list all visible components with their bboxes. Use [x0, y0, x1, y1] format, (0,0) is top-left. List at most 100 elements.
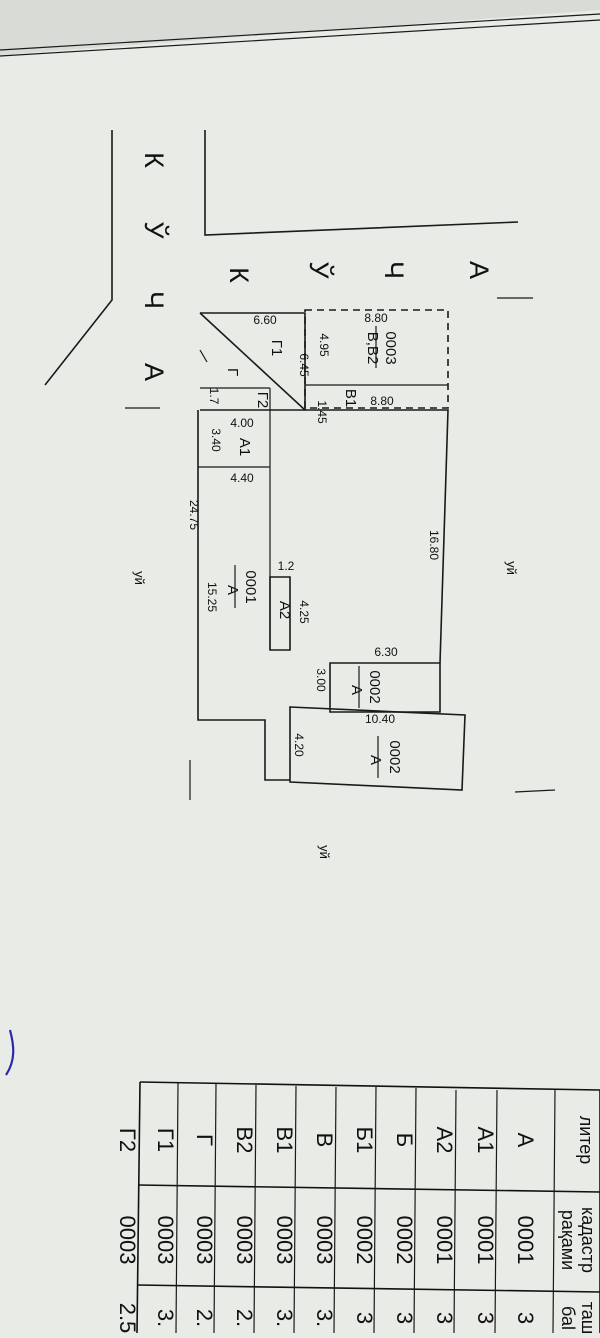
street-letter: А: [464, 261, 494, 279]
house-label: уй: [132, 571, 147, 585]
table-row-sep: [175, 1082, 179, 1334]
table-cell: 0003: [312, 1216, 337, 1265]
dim-label: 6.30: [374, 645, 398, 659]
table-cell: 2.: [232, 1309, 257, 1327]
table-header: литер: [576, 1116, 596, 1165]
table-cell: В2: [232, 1127, 257, 1154]
table-header: кадастр: [578, 1207, 598, 1273]
table-cell: 0002: [392, 1216, 417, 1265]
table-cell: 0001: [432, 1216, 457, 1265]
dim-label: 8.80: [364, 311, 388, 325]
dim-label: 10.40: [365, 712, 395, 726]
dim-label: 15.25: [205, 582, 219, 612]
liter-label: А1: [236, 438, 253, 456]
street-letter: К: [224, 267, 254, 283]
table-row-sep: [552, 1089, 556, 1334]
table-cell: 3.: [153, 1309, 178, 1327]
dim-label: 16.80: [427, 530, 441, 560]
dim-label: 1.2: [278, 559, 295, 573]
street-letter: Ў: [304, 261, 336, 279]
table-cell: В: [312, 1133, 337, 1148]
table-header: таш: [578, 1302, 598, 1333]
dim-label: 4.20: [292, 733, 306, 757]
paper-top-line-2: [0, 19, 600, 57]
house-label: уй: [504, 561, 519, 575]
dim-label: 1.7: [207, 388, 221, 405]
street-letter: Ў: [139, 221, 171, 239]
building-0002-b: [289, 706, 466, 791]
table-cell: 3: [392, 1312, 417, 1324]
street-letter: К: [139, 152, 169, 168]
liter-label: В,В2: [364, 332, 381, 365]
table-row-sep: [293, 1085, 297, 1334]
dim-label: 4.40: [230, 471, 254, 485]
liter-label: А: [348, 685, 365, 695]
dim-label: 24.75: [187, 500, 201, 530]
liter-label: А2: [276, 601, 293, 619]
building-0002-a: [329, 662, 441, 713]
dim-label: 6.45: [297, 353, 311, 377]
table-row-sep: [453, 1089, 457, 1334]
building-0003-dashed: [304, 309, 449, 409]
table-cell: Г2: [115, 1128, 140, 1152]
table-row-sep: [213, 1083, 217, 1334]
dim-label: 1.45: [315, 400, 329, 424]
notch: [199, 349, 208, 363]
house-label: уй: [317, 845, 332, 859]
table-cell: А2: [432, 1127, 457, 1154]
dim-label: 4.25: [297, 600, 311, 624]
table-cell: 0001: [473, 1216, 498, 1265]
table-cell: Б1: [352, 1127, 377, 1154]
table-row-sep: [373, 1086, 377, 1334]
building-a2: [269, 576, 291, 651]
table-cell: 0002: [352, 1216, 377, 1265]
cadastral-number: 0003: [382, 331, 399, 364]
liter-label: В1: [342, 389, 359, 407]
table-cell: А1: [473, 1127, 498, 1154]
table-row-sep: [413, 1087, 417, 1334]
table-cell: 0003: [115, 1216, 140, 1265]
table-cell: 3.: [312, 1309, 337, 1327]
table-row-sep: [494, 1089, 498, 1334]
cadastral-number: 0002: [366, 670, 383, 703]
table-cell: Б: [392, 1133, 417, 1147]
table-cell: 0001: [513, 1216, 538, 1265]
table-header: рақами: [558, 1210, 578, 1270]
table-border: [136, 1081, 141, 1334]
street-letter: А: [139, 363, 169, 381]
street-boundary-lower: [44, 130, 113, 386]
cadastral-number: 0002: [386, 740, 403, 773]
table-cell: 3.: [272, 1309, 297, 1327]
dim-label: 8.80: [370, 394, 394, 408]
table-cell: 0003: [232, 1216, 257, 1265]
building-g: [200, 312, 306, 411]
table-border: [139, 1081, 600, 1091]
street-letter: Ч: [139, 291, 169, 309]
street-boundary-upper: [204, 130, 519, 236]
table-cell: 0003: [272, 1216, 297, 1265]
table-col-sep: [137, 1184, 600, 1193]
paper-top-line: [0, 13, 600, 51]
building-right-block: [305, 409, 449, 664]
table-cell: 2.: [192, 1309, 217, 1327]
table-cell: А: [513, 1133, 538, 1148]
building-0001-outline: [197, 410, 290, 781]
liter-label: Г2: [254, 392, 271, 408]
table-cell: 2.5: [115, 1303, 140, 1333]
dim-label: 3.40: [209, 428, 223, 452]
table-cell: 3: [352, 1312, 377, 1324]
table-cell: 0003: [192, 1216, 217, 1265]
table-row-sep: [253, 1084, 257, 1334]
liter-label: А: [367, 755, 384, 765]
liter-label: Г1: [268, 340, 285, 356]
pen-mark: [5, 1029, 15, 1076]
dim-label: 3.00: [314, 668, 328, 692]
liter-label: Г: [224, 368, 241, 376]
table-cell: 3: [432, 1312, 457, 1324]
cadastral-number: 0001: [242, 570, 259, 603]
paper-shadow: [0, 0, 600, 55]
table-row-sep: [333, 1086, 337, 1334]
table-cell: 3: [513, 1312, 538, 1324]
